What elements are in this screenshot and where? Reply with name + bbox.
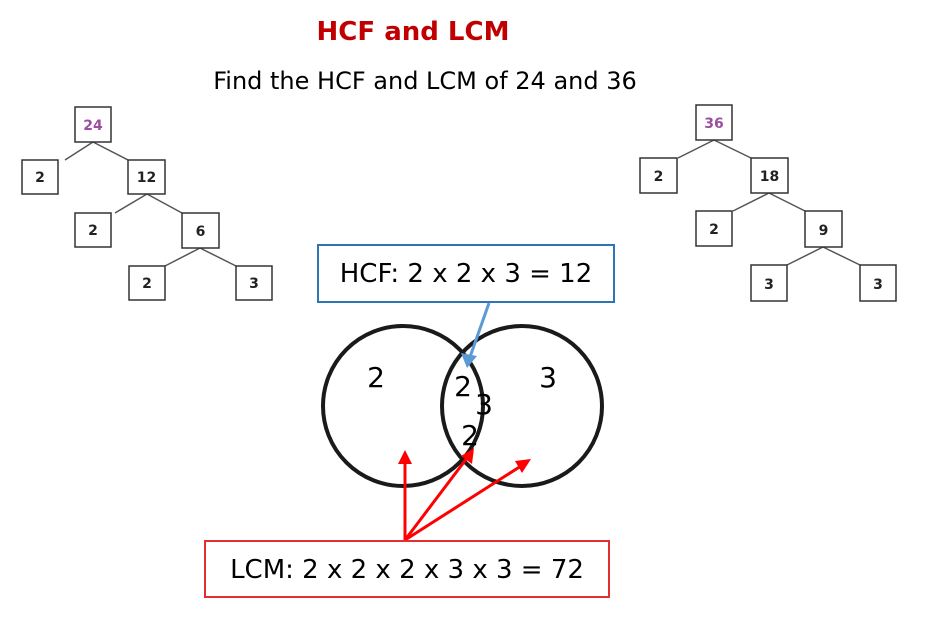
hcf-result-label: HCF: 2 x 2 x 3 = 12 — [340, 259, 593, 289]
lcm-arrowheads — [398, 448, 531, 473]
tree-node-value: 3 — [249, 276, 259, 292]
tree-node-value: 12 — [137, 170, 156, 186]
venn-circle-36 — [440, 324, 604, 488]
venn-common-factor: 2 — [461, 419, 479, 452]
tree-node: 3 — [750, 264, 788, 302]
tree-node: 2 — [74, 212, 112, 248]
tree-root-value: 24 — [83, 118, 103, 134]
tree-node-value: 3 — [764, 277, 774, 293]
lcm-result-label: LCM: 2 x 2 x 2 x 3 x 3 = 72 — [230, 555, 584, 585]
tree-branches — [677, 139, 861, 266]
tree-node: 2 — [695, 210, 733, 247]
venn-right-factor: 3 — [539, 361, 557, 394]
tree-node-value: 2 — [88, 223, 98, 239]
lcm-callout: LCM: 2 x 2 x 2 x 3 x 3 = 72 — [204, 448, 610, 598]
tree-node: 9 — [804, 210, 843, 248]
tree-root-value: 36 — [704, 116, 723, 132]
venn-diagram: 2 3 2 3 2 — [321, 324, 604, 488]
tree-node: 3 — [235, 265, 273, 301]
factor-tree-24: 24 2 12 2 6 2 3 — [21, 106, 273, 301]
tree-node: 12 — [127, 159, 166, 195]
venn-left-factor: 2 — [367, 361, 385, 394]
hcf-box — [317, 244, 615, 303]
tree-node-value: 2 — [35, 170, 45, 186]
page-title: HCF and LCM — [317, 17, 510, 47]
tree-node-value: 2 — [709, 222, 719, 238]
tree-node: 3 — [859, 264, 897, 302]
hcf-callout: HCF: 2 x 2 x 3 = 12 — [317, 244, 615, 368]
venn-common-factor: 2 — [454, 370, 472, 403]
tree-node: 6 — [181, 212, 220, 249]
tree-node-value: 9 — [819, 223, 829, 239]
tree-node: 2 — [21, 159, 59, 195]
tree-node-value: 18 — [760, 169, 779, 185]
venn-common-factor: 3 — [475, 388, 493, 421]
tree-node: 18 — [750, 157, 789, 194]
tree-node: 2 — [128, 265, 166, 301]
lcm-arrows — [403, 457, 522, 542]
tree-node-root: 24 — [74, 106, 112, 143]
tree-node-value: 2 — [654, 169, 664, 185]
venn-circle-24 — [321, 324, 485, 488]
tree-node-value: 3 — [873, 277, 883, 293]
tree-branches — [64, 141, 237, 267]
page-subtitle: Find the HCF and LCM of 24 and 36 — [213, 67, 637, 95]
tree-node-value: 6 — [196, 224, 206, 240]
lcm-box — [204, 540, 610, 598]
tree-node: 2 — [639, 157, 678, 194]
hcf-arrow — [461, 302, 491, 368]
tree-node-value: 2 — [142, 276, 152, 292]
factor-tree-36: 36 2 18 2 9 3 3 — [639, 104, 897, 302]
tree-node-root: 36 — [695, 104, 733, 141]
